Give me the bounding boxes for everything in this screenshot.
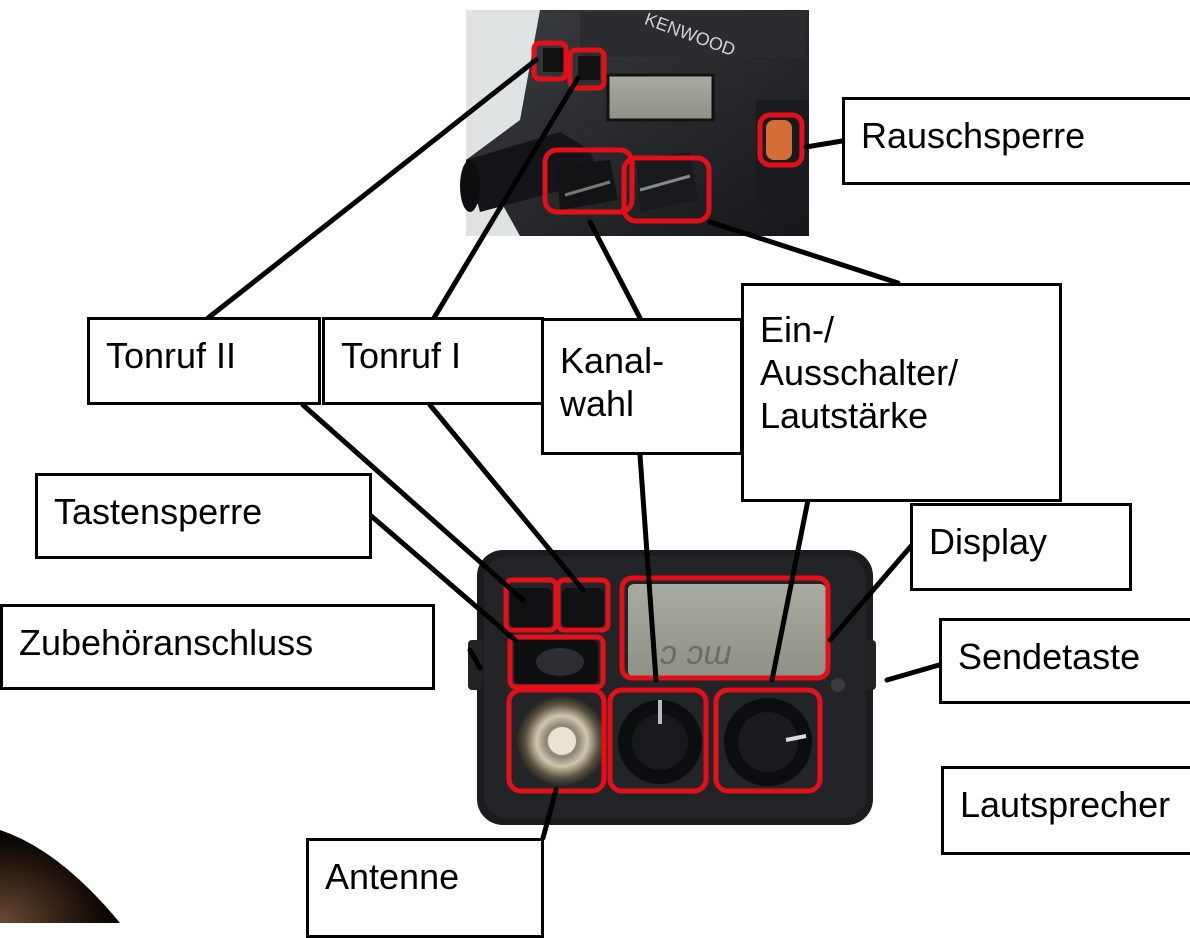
radio-top-photo: KENWOOD [460,9,809,236]
highlight-tonruf-front [555,577,611,633]
label-zubehoeranschluss: Zubehöranschluss [0,604,435,690]
lcd-glyphs: ɔ ɔɯ [660,634,732,672]
label-rauschsperre: Rauschsperre [842,97,1190,185]
highlight-tonruf-i-top [567,47,607,91]
label-display: Display [910,503,1132,591]
label-tonruf-ii: Tonruf II [87,317,321,405]
highlight-kanalwahl-top [542,147,635,215]
label-sendetaste: Sendetaste [939,618,1190,704]
highlight-boxes [503,40,831,794]
highlight-volume-front [713,687,823,794]
highlight-display [619,575,831,681]
background-corner-shape [0,830,120,923]
label-tonruf-i: Tonruf I [322,317,544,405]
highlight-ein-aus-top [621,155,712,224]
label-tastensperre: Tastensperre [35,473,372,559]
label-ein-aus-lautstaerke: Ein-/ Ausschalter/ Lautstärke [741,283,1062,502]
highlight-rauschsperre [757,112,805,168]
label-lautsprecher: Lautsprecher [941,766,1190,855]
highlight-zubehoer [507,634,606,690]
highlight-kanal-front [607,687,709,794]
label-kanalwahl: Kanal- wahl [541,318,743,455]
label-antenne: Antenne [306,838,544,938]
leader-lines [205,57,942,841]
